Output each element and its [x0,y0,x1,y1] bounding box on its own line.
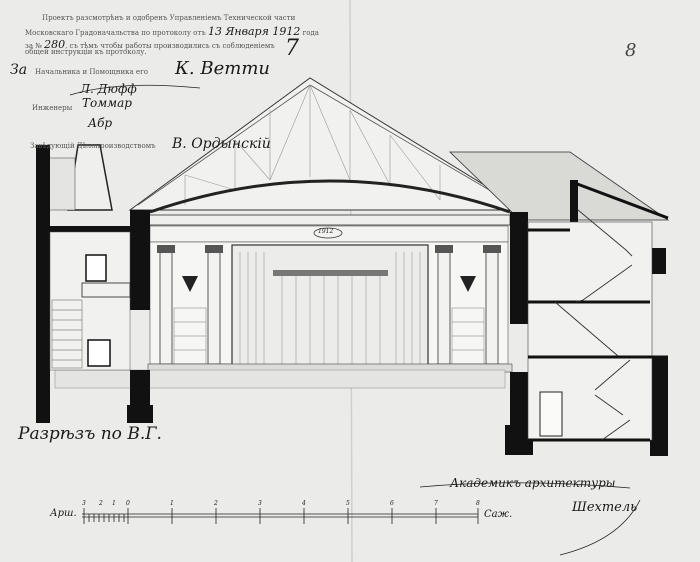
section-walls [36,145,668,456]
section-title: Разрѣзъ по В.Г. [18,424,162,444]
column-capitals [157,245,501,253]
basement-level [54,369,506,389]
left-balcony [81,282,131,298]
left-door [87,339,111,367]
sheet-number: 8 [625,40,637,61]
frieze-cartouche-text: 1912 [318,228,334,235]
scale-tick-label: 5 [346,500,350,507]
frieze-cartouche [313,227,343,239]
scale-tick-label: 7 [434,500,438,507]
scale-tick-label: 4 [302,500,306,507]
approval-line-1: Проектъ разсмотрѣнъ и одобренъ Управлені… [42,14,296,22]
approval-number: 280 [44,38,66,51]
scale-tick-label: 1 [112,500,116,507]
scale-tick-label: 6 [390,500,394,507]
columns [159,251,499,365]
scale-tick-label: 3 [258,500,262,507]
scale-right-unit: Саж. [484,509,513,520]
left-window [85,254,107,282]
scale-tick-label: 8 [476,500,480,507]
scale-tick-label: 1 [170,500,174,507]
left-stair [51,299,83,369]
approval-mark: 7 [285,36,299,61]
roof-truss [128,77,527,211]
approval-date: 13 Января 1912 [207,25,301,38]
chief-signature: К. Ветти [175,58,270,79]
scale-tick-label: 0 [126,500,130,507]
clerk-label: Завѣдующій Дѣлопроизводствомъ [30,142,156,150]
staircase-flights [554,209,633,441]
scale-left-unit: Арш. [50,508,77,519]
scale-tick-label: 2 [99,500,103,507]
cornice [147,214,511,226]
approval-line-2-suffix: года [302,29,319,37]
scale-bar [82,508,479,524]
ground-door [539,391,563,437]
wall-lamp-right [460,276,476,292]
clerk-signature: В. Ордынскій [172,136,271,152]
engineer-signature-3: Абр [88,116,113,130]
approval-line-4: общей инструкціи къ протоколу. [25,48,147,56]
chief-label: Начальника и Помощника его [35,68,148,76]
stage-portal [231,244,429,366]
architect-flourish [419,482,631,489]
wall-lamp-left [182,276,198,292]
scale-tick-label: 3 [82,500,86,507]
architect-signature: Шехтель [572,500,638,515]
architect-title: Академикъ архитектуры [450,476,616,490]
engineers-label: Инженеры [32,104,73,112]
stage-pelmet [273,270,388,276]
right-roof [449,151,670,221]
approval-line-3: за № 280, съ тѣмъ чтобы работы производи… [25,38,275,51]
scale-tick-label: 2 [214,500,218,507]
floor-slabs [528,228,668,442]
approval-line-3-suffix: , съ тѣмъ чтобы работы производились съ … [65,42,275,50]
approval-line-2: Московскаго Градоначальства по протоколу… [25,25,319,38]
truss-members [184,84,441,205]
approval-line-2-prefix: Московскаго Градоначальства по протоколу… [25,29,206,37]
vaulted-ceiling [149,179,511,214]
stage-curtain [239,252,421,364]
engineer-flourish [69,84,201,96]
engineer-signature-2: Томмар [82,96,132,110]
approval-number-label: за № [25,42,42,50]
for-label: За [10,62,28,78]
engineer-signature-1: Л. Дюфф [80,82,137,96]
